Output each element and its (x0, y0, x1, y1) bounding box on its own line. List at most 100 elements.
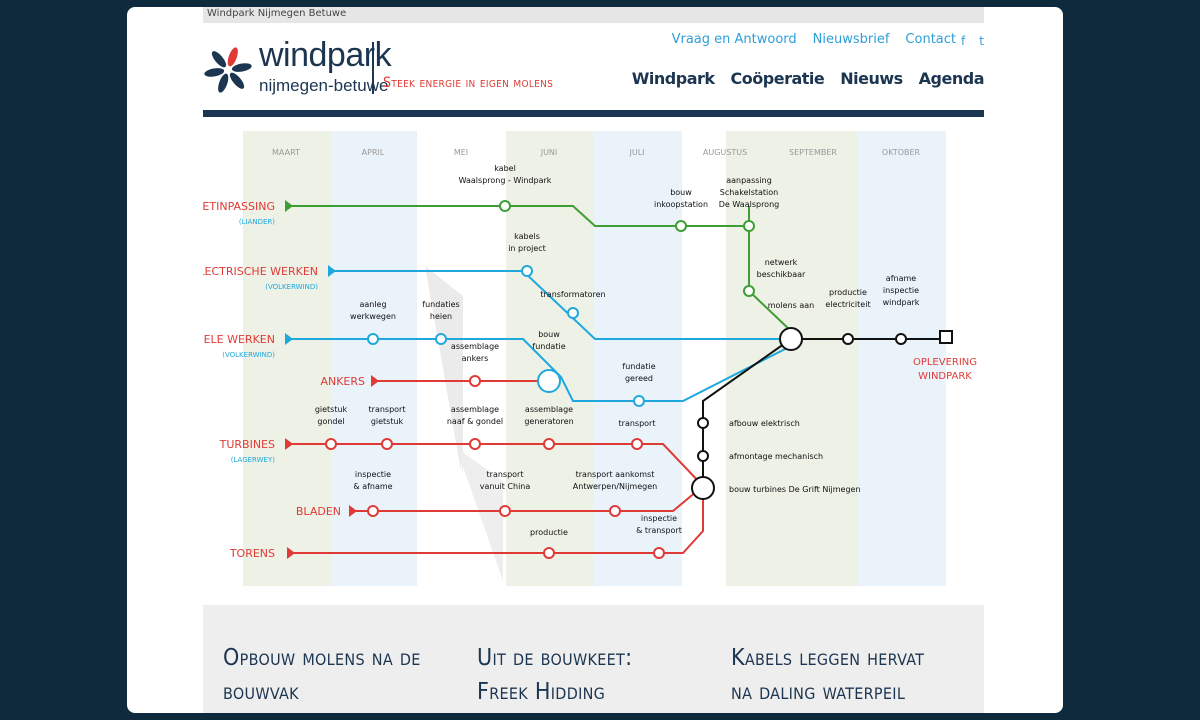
main-nav: Windpark Coöperatie Nieuws Agenda (631, 69, 985, 88)
stop-productie-electriciteit (842, 333, 854, 345)
line-label-sub: (LAGERWEY) (231, 456, 276, 464)
line-label-bladen: BLADEN (296, 505, 341, 518)
stop-kabels-project (521, 265, 533, 277)
month-label: AUGUSTUS (703, 148, 747, 157)
month-label: MAART (272, 148, 300, 157)
tagline: Steek energie in eigen molens (383, 75, 554, 91)
line-label-netinpassing: NETINPASSING (203, 200, 275, 213)
line-electrische-werken (328, 270, 791, 340)
construction-schedule-diagram: MAART APRIL MEI JUNI JULI AUGUSTUS SEPTE… (203, 131, 977, 586)
line-start-arrow (349, 505, 357, 517)
social-links: f t (961, 34, 984, 48)
stop-afname-inspectie (895, 333, 907, 345)
line-label-sub: (VOLKERWIND) (222, 351, 275, 359)
line-turbines (285, 443, 704, 487)
line-start-arrow (285, 438, 293, 450)
stop-bouw-turbines (691, 476, 715, 500)
line-label-civiele: CIVIELE WERKEN (203, 333, 275, 346)
stop-molens-aan (779, 327, 803, 351)
line-label-sub: (VOLKERWIND) (265, 283, 318, 291)
line-start-arrow (287, 547, 295, 559)
line-civiele-werken (285, 338, 792, 402)
stop-assemblage-generatoren (543, 438, 555, 450)
stop-transport-turbines (631, 438, 643, 450)
site-header: windpark nijmegen-betuwe Steek energie i… (203, 32, 985, 112)
stop-label: inspectie& transport (636, 514, 682, 535)
stop-fundaties-heien (435, 333, 447, 345)
stop-fundatie-gereed (633, 395, 645, 407)
month-label: JULI (628, 148, 644, 157)
line-start-arrow (328, 265, 336, 277)
line-label-sub: (LIANDER) (239, 218, 275, 226)
main-nav-nieuws[interactable]: Nieuws (840, 69, 903, 88)
article-title[interactable]: Opbouw molens na de bouwvak (223, 645, 421, 705)
main-nav-cooperatie[interactable]: Coöperatie (730, 69, 825, 88)
line-start-arrow (285, 200, 293, 212)
month-label: OKTOBER (882, 148, 921, 157)
month-label: JUNI (540, 148, 558, 157)
facebook-icon[interactable]: f (961, 34, 966, 48)
nav-link-nieuwsbrief[interactable]: Nieuwsbrief (812, 32, 890, 47)
month-label: MEI (454, 148, 468, 157)
stop-label: transport (619, 419, 656, 428)
month-label: SEPTEMBER (789, 148, 837, 157)
main-nav-windpark[interactable]: Windpark (631, 69, 715, 88)
logo-divider (372, 42, 374, 94)
stop-schakelstation (743, 220, 755, 232)
site-title-bar: Windpark Nijmegen Betuwe (203, 7, 984, 23)
month-label: APRIL (362, 148, 385, 157)
stop-label: productie (530, 528, 568, 537)
stop-transport-china (499, 505, 511, 517)
stop-inspectie-afname (367, 505, 379, 517)
stop-label: bouw turbines De Grift Nijmegen (729, 485, 861, 494)
logo-subtitle: nijmegen-betuwe (259, 76, 389, 95)
stop-label: inspectie& afname (353, 470, 392, 491)
nav-link-vraag-en-antwoord[interactable]: Vraag en Antwoord (671, 32, 797, 47)
stop-transformatoren (567, 307, 579, 319)
stop-gietstuk-gondel (325, 438, 337, 450)
line-label-torens: TORENS (229, 547, 275, 560)
line-torens (291, 486, 704, 554)
stop-afbouw-elektrisch (697, 417, 709, 429)
line-label-electrische: ELECTRISCHE WERKEN (203, 265, 318, 278)
twitter-icon[interactable]: t (979, 34, 984, 48)
stop-assemblage-ankers (469, 375, 481, 387)
article-title[interactable]: Kabels leggen hervat na daling waterpeil (731, 645, 925, 705)
stop-inspectie-transport (653, 547, 665, 559)
stop-afmontage-mechanisch (697, 450, 709, 462)
stop-transport-aankomst (609, 505, 621, 517)
stop-label: molens aan (768, 301, 815, 310)
logo-wordmark[interactable]: windpark (259, 36, 392, 74)
finish-square (939, 330, 953, 344)
stop-bouw-inkoopstation (675, 220, 687, 232)
stop-label: afmontage mechanisch (729, 452, 823, 461)
main-nav-agenda[interactable]: Agenda (918, 69, 985, 88)
month-columns (243, 131, 946, 586)
nav-link-contact[interactable]: Contact (905, 32, 956, 47)
line-start-arrow (371, 375, 379, 387)
line-label-turbines: TURBINES (219, 438, 275, 451)
news-articles: Opbouw molens na de bouwvak Uit de bouwk… (203, 605, 984, 713)
line-start-arrow (285, 333, 293, 345)
stop-transport-gietstuk (381, 438, 393, 450)
month-labels: MAART APRIL MEI JUNI JULI AUGUSTUS SEPTE… (272, 148, 921, 157)
header-rule (203, 110, 984, 117)
article-title[interactable]: Uit de bouwkeet: Freek Hidding (477, 645, 633, 705)
page-card: Windpark Nijmegen Betuwe windpark nijmeg… (127, 7, 1063, 713)
